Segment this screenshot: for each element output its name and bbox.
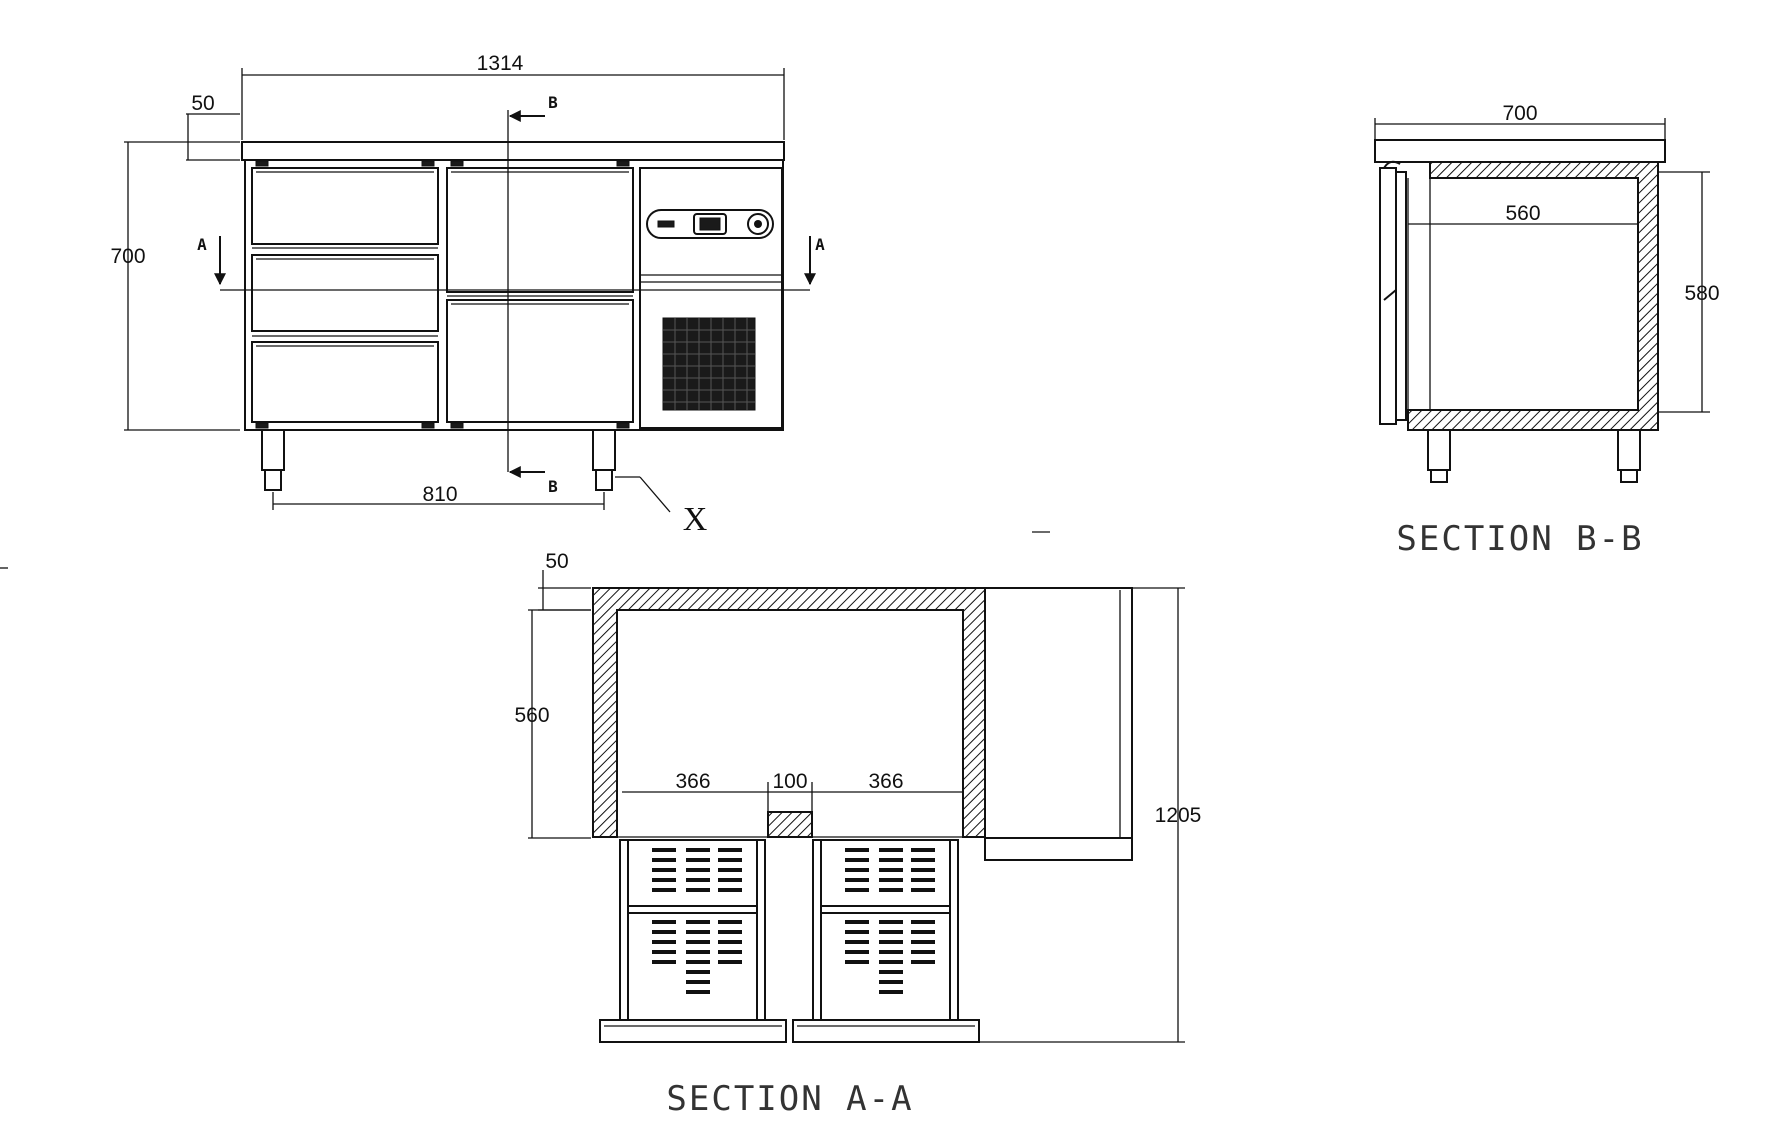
dim-top-offset: 50 bbox=[186, 92, 240, 161]
detail-callout: X bbox=[615, 476, 708, 538]
bb-dim-overall-width: 700 bbox=[1374, 102, 1666, 140]
hinge-marks bbox=[255, 160, 630, 429]
aa-divider bbox=[767, 811, 813, 838]
bb-legs bbox=[1427, 429, 1641, 483]
section-bb-view: 560 700 580 SECTION B-B bbox=[1374, 102, 1720, 559]
ventilation-grille bbox=[662, 317, 756, 411]
callout-x-label: X bbox=[683, 501, 708, 538]
aa-basket-right bbox=[792, 839, 980, 1043]
section-mark-b-bottom: B bbox=[548, 477, 558, 496]
control-compartment bbox=[639, 167, 783, 429]
worktop bbox=[241, 141, 785, 161]
dim-50-label: 50 bbox=[191, 92, 214, 115]
dim-560-bb-label: 560 bbox=[1505, 202, 1540, 225]
dim-366-left-label: 366 bbox=[675, 770, 710, 793]
drawer-left-1 bbox=[251, 167, 439, 245]
dim-580-bb-label: 580 bbox=[1684, 282, 1719, 305]
aa-dim-bays: 366 100 366 bbox=[622, 770, 963, 812]
section-mark-a-left: A bbox=[197, 235, 207, 254]
control-panel bbox=[646, 209, 774, 239]
dim-560-aa-label: 560 bbox=[514, 704, 549, 727]
left-drawer-column bbox=[251, 167, 439, 423]
section-aa-title: SECTION A-A bbox=[666, 1079, 913, 1119]
dim-1205-label: 1205 bbox=[1155, 804, 1202, 827]
drawer-left-3 bbox=[251, 341, 439, 423]
section-mark-b-top: B bbox=[548, 93, 558, 112]
dim-1314-label: 1314 bbox=[477, 52, 524, 75]
drawer-right-1 bbox=[446, 167, 634, 293]
dim-overall-width: 1314 bbox=[241, 52, 785, 140]
section-line-a: A A bbox=[197, 235, 825, 291]
front-view: 1314 700 50 810 B B bbox=[110, 52, 825, 538]
dim-700-bb-label: 700 bbox=[1502, 102, 1537, 125]
aa-insulated-walls bbox=[592, 587, 986, 838]
aa-dim-top-offset: 50 bbox=[538, 550, 591, 611]
aa-basket-left bbox=[599, 839, 787, 1043]
aa-dim-total-depth: 1205 bbox=[979, 587, 1202, 1043]
dim-700-label: 700 bbox=[110, 245, 145, 268]
section-line-b: B B bbox=[507, 93, 558, 496]
aa-dim-inner-height: 560 bbox=[514, 609, 591, 839]
dim-leg-span: 810 bbox=[272, 483, 605, 510]
dim-366-right-label: 366 bbox=[868, 770, 903, 793]
front-legs bbox=[261, 429, 616, 491]
bb-dim-inner-width: 560 bbox=[1408, 202, 1638, 225]
section-aa-view: 50 560 366 100 366 1205 SECTION A-A bbox=[514, 550, 1201, 1119]
section-mark-a-right: A bbox=[815, 235, 825, 254]
drawer-right-2 bbox=[446, 299, 634, 423]
dim-100-label: 100 bbox=[772, 770, 807, 793]
right-drawer-column bbox=[446, 167, 634, 423]
bb-dim-inner-height: 580 bbox=[1658, 171, 1720, 413]
bb-worktop bbox=[1374, 139, 1666, 163]
drawer-left-2 bbox=[251, 254, 439, 332]
dim-50-aa-label: 50 bbox=[545, 550, 568, 573]
dim-810-label: 810 bbox=[422, 483, 457, 506]
section-bb-title: SECTION B-B bbox=[1396, 519, 1643, 559]
dim-overall-height: 700 bbox=[110, 141, 240, 431]
aa-compressor-compartment bbox=[985, 587, 1133, 839]
